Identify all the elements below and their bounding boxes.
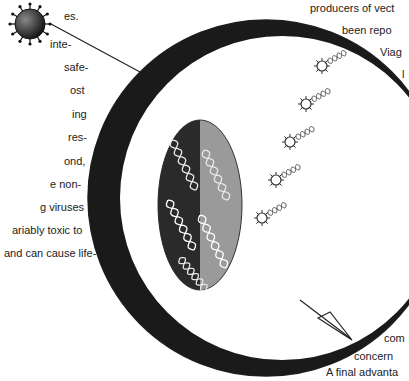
virus-spike-tip <box>18 5 21 8</box>
pointer-line <box>300 300 350 338</box>
virus-spike-tip <box>8 22 11 25</box>
virus-spike-tip <box>38 5 41 8</box>
text-fragment: ariably toxic to <box>12 224 82 236</box>
dna-helices <box>166 140 229 290</box>
text-fragment: concern <box>354 350 393 362</box>
viral-vector <box>268 165 300 188</box>
text-fragment: es. <box>64 10 79 22</box>
vector-dna <box>268 204 286 214</box>
virus-spike-tip <box>11 32 14 35</box>
text-fragment: been repo <box>342 24 392 36</box>
text-fragment: l <box>402 68 404 80</box>
vector-dna <box>268 203 286 216</box>
nucleus-shade <box>158 120 200 290</box>
text-fragment: A final advanta <box>326 366 398 378</box>
virus-spike-tip <box>28 2 31 5</box>
virus-spike-tip <box>28 42 31 45</box>
dna-strand <box>172 140 196 190</box>
viral-vector <box>282 127 314 150</box>
text-fragment: g viruses <box>40 201 84 213</box>
dna-strand <box>204 150 228 200</box>
dna-strand <box>202 150 229 200</box>
text-fragment: res- <box>68 131 87 143</box>
leader-line <box>51 24 140 72</box>
viral-vector <box>254 203 286 226</box>
vector-dna <box>328 52 346 62</box>
virus-spike-tip <box>46 32 49 35</box>
viral-vector <box>314 51 346 74</box>
dna-strand <box>179 258 207 290</box>
virus-spike-tip <box>48 22 51 25</box>
vector-dna <box>282 165 300 178</box>
cell-crescent <box>88 20 409 376</box>
virus-spike-tip <box>11 12 14 15</box>
vector-capsid <box>257 213 267 223</box>
virus-spike-tip <box>38 40 41 43</box>
text-fragment: e non- <box>50 178 81 190</box>
dna-strand <box>170 140 197 190</box>
vector-dna <box>296 127 314 140</box>
text-fragment: ing <box>72 108 87 120</box>
dna-strand <box>166 200 195 250</box>
vector-capsid <box>271 175 281 185</box>
text-fragment: safe- <box>64 61 88 73</box>
dna-strand <box>198 215 227 268</box>
text-fragment: inte- <box>50 38 71 50</box>
text-fragment: com <box>384 332 405 344</box>
virus-particle <box>8 2 51 45</box>
text-fragment: ost <box>70 84 85 96</box>
cell-outline <box>88 20 409 376</box>
vector-capsid <box>285 137 295 147</box>
vector-dna <box>312 90 330 100</box>
vector-dna <box>312 89 330 102</box>
vector-capsid <box>301 99 311 109</box>
viral-vectors <box>254 51 346 226</box>
text-fragment: ond, <box>64 155 85 167</box>
dna-strand <box>200 215 226 268</box>
text-fragment: producers of vect <box>310 2 394 14</box>
viral-vector <box>298 89 330 112</box>
vector-dna <box>328 51 346 64</box>
vector-dna <box>282 166 300 176</box>
nucleus <box>158 120 242 290</box>
dna-strand <box>168 200 194 250</box>
text-fragment: Viag <box>380 46 402 58</box>
vector-dna <box>296 128 314 138</box>
vector-capsid <box>317 61 327 71</box>
text-fragment: and can cause life- <box>4 247 96 259</box>
dna-strand <box>180 258 206 291</box>
virus-spike-tip <box>18 40 21 43</box>
virus-spike-tip <box>46 12 49 15</box>
